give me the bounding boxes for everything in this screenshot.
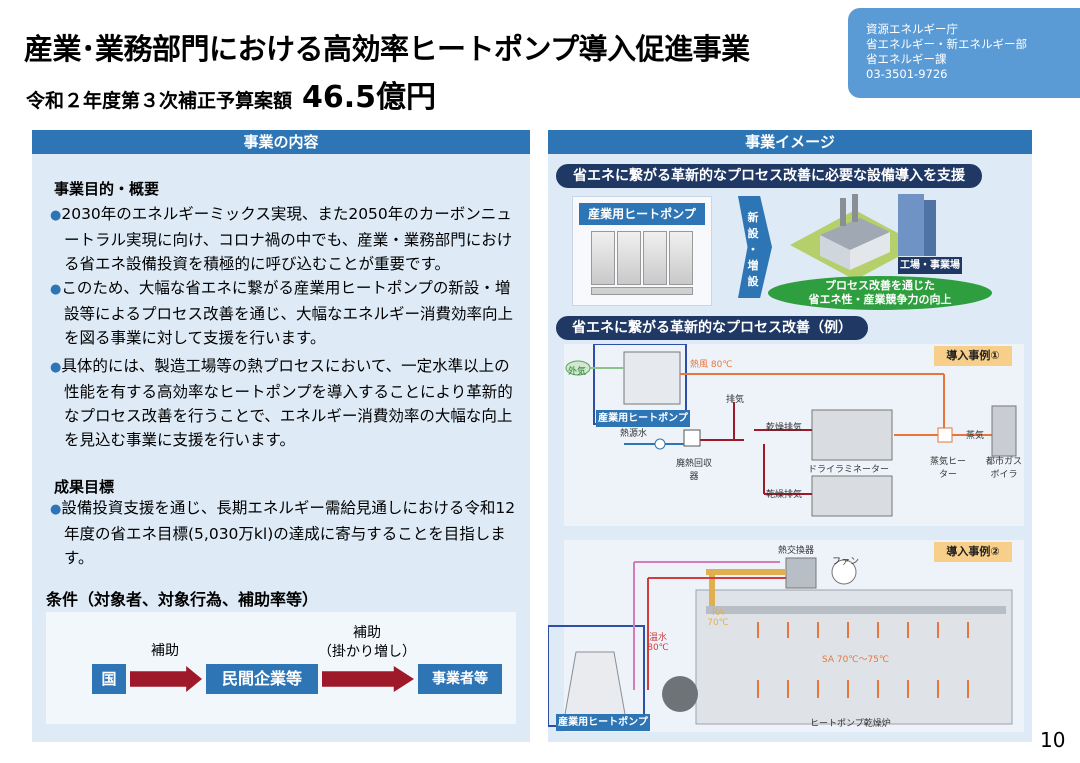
flow-arrow1-label: 補助 [151,643,179,659]
dept-line: 省エネルギー・新エネルギー部 [866,37,1027,51]
office-building-icon [898,194,924,256]
heat-pump-unit-icon [669,231,693,285]
factory-label: 工場・事業場 [898,257,962,274]
case1-tag: 導入事例① [934,346,1012,366]
case1-heat-source-water-label: 熱源水 [620,429,648,439]
heat-pump-unit-icon [643,231,667,285]
purpose-title: 事業目的・概要 [54,180,160,198]
case1-dry-laminator-label: ドライラミネーター [808,465,890,475]
dept-phone: 03-3501-9726 [866,67,948,81]
factory-illustration [790,194,936,280]
case2-dryer-label: ヒートポンプ乾燥炉 [810,719,891,729]
factory-roof-icon [820,218,890,250]
dept-line: 省エネルギー課 [866,52,947,66]
example-heading: 省エネに繋がる革新的なプロセス改善（例） [556,316,868,340]
department-contact-box: 資源エネルギー庁 省エネルギー・新エネルギー部 省エネルギー課 03-3501-… [848,8,1080,98]
heat-pump-label: 産業用ヒートポンプ [579,203,705,225]
heat-pump-unit-icon [591,231,615,285]
heat-pump-unit-icon [617,231,641,285]
outcome-title: 成果目標 [54,478,115,496]
case1-city-gas-boiler-label: 都市ガスボイラ [985,457,1022,480]
dept-line: 資源エネルギー庁 [866,22,958,36]
bullet-dot-icon: ● [50,208,62,223]
case1-outside-air-label: 外気 [568,367,587,377]
purpose-bullet: ●このため、大幅な省エネに繋がる産業用ヒートポンプの新設・増設等によるプロセス改… [50,279,514,347]
factory-wall-icon [820,235,850,270]
case2-piping [548,557,1013,727]
case1-hot-air-label: 熱風 80℃ [690,360,733,370]
left-panel-title: 事業の内容 [32,130,530,154]
bullet-dot-icon: ● [50,360,62,375]
flow-node-government: 国 [92,664,126,694]
case2-tag: 導入事例② [934,542,1012,562]
case1-dry-exhaust-label: 乾燥排気 [766,490,803,500]
chimney-icon [852,194,858,222]
page-title: 産業･業務部門における高効率ヒートポンプ導入促進事業 [24,32,750,66]
case1-dry-exhaust-label: 乾燥排気 [766,423,803,433]
purpose-bullet: ●2030年のエネルギーミックス実現、また2050年のカーボンニュートラル実現に… [50,205,513,273]
chimney-icon [840,198,846,226]
flow-arrow2-label: 補助 （掛かり増し） [318,625,416,660]
page-number: 10 [1040,728,1066,752]
result-badge: プロセス改善を通じた 省エネ性・産業競争力の向上 [768,276,992,310]
budget-label: 令和２年度第３次補正予算案額 [26,90,293,112]
case2-heat-exchanger-label: 熱交換器 [778,546,815,556]
flow-node-business-operator: 事業者等 [418,664,502,694]
case1-piping [565,344,1017,517]
heat-pump-base-icon [591,287,693,295]
case2-fan-label: ファン [832,557,860,567]
case1-steam-label: 蒸気 [966,431,985,441]
case2-hot-water-label: 温水 80℃ [647,633,669,653]
factory-wall-icon [850,232,890,270]
support-heading: 省エネに繋がる革新的なプロセス改善に必要な設備導入を支援 [556,164,982,188]
case1-pump-label: 産業用ヒートポンプ [596,410,690,427]
budget-line: 令和２年度第３次補正予算案額 46.5億円 [26,72,436,116]
case2-ra-label: RA 70℃ [707,608,729,628]
case1-steam-heater-label: 蒸気ヒーター [929,457,966,480]
case1-exhaust-label: 排気 [726,395,745,405]
bullet-dot-icon: ● [50,282,62,297]
case1-waste-heat-recovery-label: 廃熱回収器 [676,459,713,482]
bullet-dot-icon: ● [50,502,62,517]
flow-node-private-company: 民間企業等 [206,664,318,694]
budget-amount: 46.5億円 [302,80,437,115]
install-arrow-text: 新 設 ・ 増 設 [747,211,759,288]
office-building-icon [924,200,936,256]
case2-pump-label: 産業用ヒートポンプ [556,714,650,731]
outcome-bullet: ●設備投資支援を通じ、長期エネルギー需給見通しにおける令和12年度の省エネ目標(… [50,499,516,567]
conditions-title: 条件（対象者、対象行為、補助率等） [46,590,319,609]
case2-sa-label: SA 70℃〜75℃ [822,655,890,665]
purpose-bullet: ●具体的には、製造工場等の熱プロセスにおいて、一定水準以上の性能を有する高効率な… [50,357,513,449]
heat-pump-card: 産業用ヒートポンプ [572,196,712,306]
right-panel-title: 事業イメージ [548,130,1032,154]
